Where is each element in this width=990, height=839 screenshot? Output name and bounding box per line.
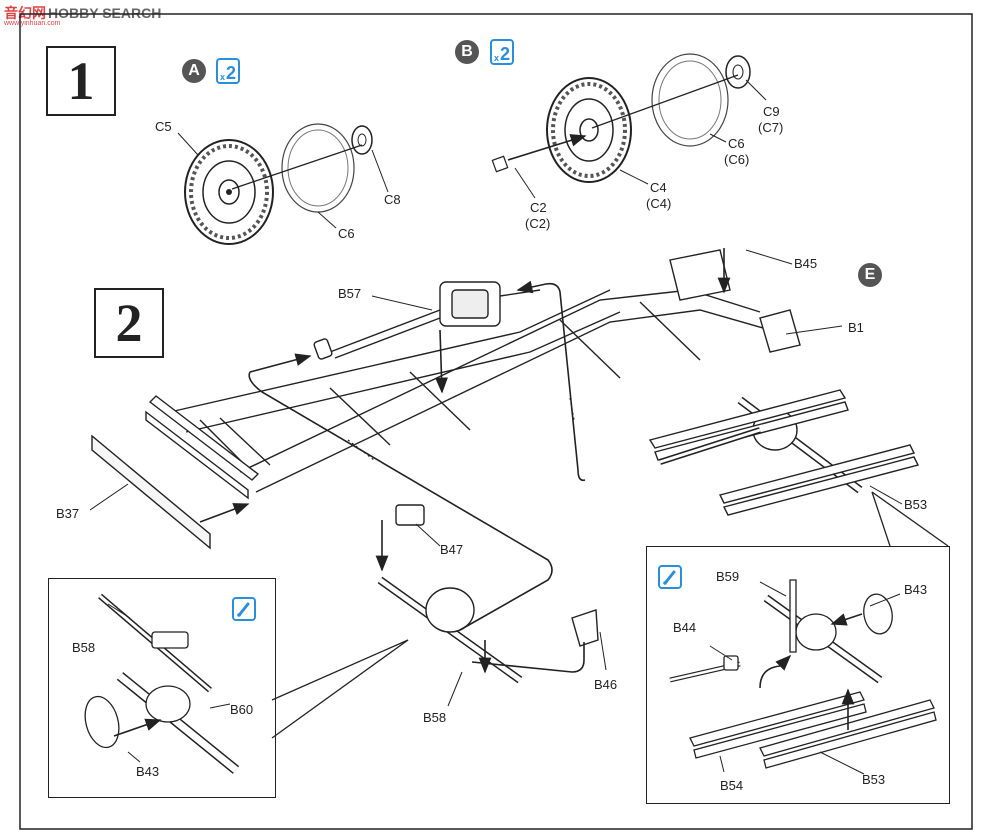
part-label-b46: B46: [594, 677, 618, 692]
right-inset-drawing: [669, 579, 937, 775]
times-sign: x: [493, 53, 499, 63]
part-label-c4: C4: [650, 180, 667, 195]
routing-lines: [199, 248, 731, 673]
badge-e: E: [858, 263, 882, 287]
part-label-b45: B45: [794, 256, 818, 271]
part-label-c9: C9: [763, 104, 780, 119]
part-label-b1: B1: [848, 320, 864, 335]
part-label-b58: B58: [423, 710, 447, 725]
transfer-case-drawing: [313, 281, 541, 360]
front-axle-drawing: [375, 504, 599, 684]
part-label-c2: C2: [530, 200, 547, 215]
part-label-b47: B47: [440, 542, 464, 557]
inset-label-b59: B59: [716, 569, 740, 584]
step-number-1: 1: [46, 46, 116, 116]
rear-axle-drawing: [648, 389, 920, 516]
chassis-frame: [91, 249, 801, 550]
wheel-b-drawing: [491, 53, 751, 183]
badge-b: B: [455, 40, 479, 64]
step2-leaders: [89, 249, 903, 707]
watermark-en: HOBBY SEARCH: [48, 5, 162, 21]
inset-label-b43: B43: [136, 764, 160, 779]
wheel-a-drawing: [184, 123, 373, 245]
watermark-cn: 音幻网: [4, 5, 46, 21]
inset-label-b54: B54: [720, 778, 744, 793]
inset-label-b43: B43: [904, 582, 928, 597]
inset-box-rear-axle: [646, 546, 950, 804]
part-label-c5: C5: [155, 119, 172, 134]
part-label-c4-alt: (C4): [646, 196, 672, 211]
part-label-b53: B53: [904, 497, 928, 512]
watermark-url: www.yinhuan.com: [4, 20, 61, 27]
dotted-guides: [347, 397, 575, 461]
part-label-c2-alt: (C2): [525, 216, 551, 231]
inset-label-b58: B58: [72, 640, 96, 655]
part-label-b37: B37: [56, 506, 80, 521]
left-inset-drawing: [84, 593, 240, 774]
page-frame: [19, 13, 973, 830]
times-sign: x: [219, 72, 225, 82]
count-b-value: 2: [500, 44, 511, 64]
badge-a: A: [182, 59, 206, 83]
part-label-c9-alt: (C7): [758, 120, 784, 135]
inset-label-b53: B53: [862, 772, 886, 787]
part-label-c6-b-alt: (C6): [724, 152, 750, 167]
part-label-b57: B57: [338, 286, 362, 301]
inset-label-b44: B44: [673, 620, 697, 635]
part-label-c6-b: C6: [728, 136, 745, 151]
step1-leaders: [177, 79, 767, 229]
tip-icon: [232, 597, 256, 621]
part-label-c8: C8: [384, 192, 401, 207]
inset-box-front-axle: [48, 578, 276, 798]
inset-label-b60: B60: [230, 702, 254, 717]
count-a-value: 2: [226, 63, 237, 83]
part-label-c6: C6: [338, 226, 355, 241]
tip-icon: [658, 565, 682, 589]
inset-connectors: [271, 491, 949, 739]
step-number-2: 2: [94, 288, 164, 358]
